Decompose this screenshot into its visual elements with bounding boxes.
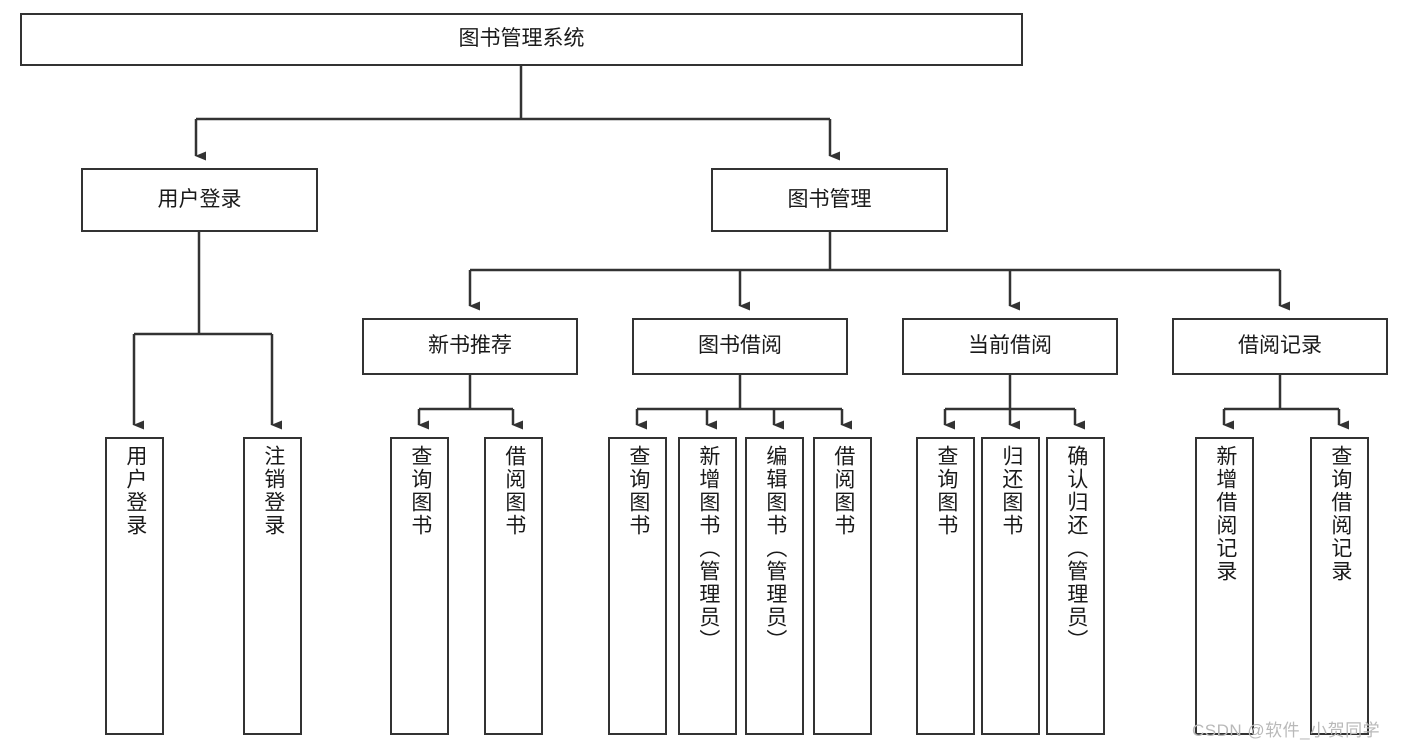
node-label: 编辑图书（管理员）: [763, 445, 787, 652]
node-label: 查询借阅记录: [1328, 445, 1352, 583]
node-label: 借阅记录: [1238, 334, 1322, 358]
node-new-book-recommendation[interactable]: 新书推荐: [362, 318, 578, 375]
node-label: 确认归还（管理员）: [1064, 445, 1088, 652]
node-label: 查询图书: [626, 445, 650, 537]
leaf-logout[interactable]: 注销登录: [243, 437, 302, 735]
node-label: 用户登录: [157, 187, 242, 211]
node-current-borrowing[interactable]: 当前借阅: [902, 318, 1118, 375]
leaf-confirm-return-admin[interactable]: 确认归还（管理员）: [1046, 437, 1105, 735]
node-label: 新增借阅记录: [1213, 445, 1237, 583]
leaf-query-book-borrow[interactable]: 查询图书: [608, 437, 667, 735]
node-label: 图书管理系统: [458, 27, 585, 51]
leaf-borrow-book[interactable]: 借阅图书: [813, 437, 872, 735]
node-label: 新书推荐: [428, 334, 512, 358]
leaf-add-borrow-record[interactable]: 新增借阅记录: [1195, 437, 1254, 735]
leaf-add-book-admin[interactable]: 新增图书（管理员）: [678, 437, 737, 735]
leaf-user-login[interactable]: 用户登录: [105, 437, 164, 735]
node-label: 新增图书（管理员）: [696, 445, 720, 652]
node-book-borrowing[interactable]: 图书借阅: [632, 318, 848, 375]
leaf-query-book-current[interactable]: 查询图书: [916, 437, 975, 735]
node-label: 当前借阅: [968, 334, 1052, 358]
node-root-book-management-system[interactable]: 图书管理系统: [20, 13, 1023, 66]
node-label: 查询图书: [408, 445, 432, 537]
leaf-borrow-book-new[interactable]: 借阅图书: [484, 437, 543, 735]
leaf-query-borrow-record[interactable]: 查询借阅记录: [1310, 437, 1369, 735]
node-book-management[interactable]: 图书管理: [711, 168, 948, 232]
node-label: 借阅图书: [831, 445, 855, 537]
node-label: 借阅图书: [502, 445, 526, 537]
leaf-query-book-new[interactable]: 查询图书: [390, 437, 449, 735]
node-label: 查询图书: [934, 445, 958, 537]
node-label: 图书管理: [787, 187, 872, 211]
node-label: 归还图书: [999, 445, 1023, 537]
leaf-return-book[interactable]: 归还图书: [981, 437, 1040, 735]
node-borrowing-records[interactable]: 借阅记录: [1172, 318, 1388, 375]
node-label: 用户登录: [123, 445, 147, 537]
node-label: 注销登录: [261, 445, 285, 537]
leaf-edit-book-admin[interactable]: 编辑图书（管理员）: [745, 437, 804, 735]
node-label: 图书借阅: [698, 334, 782, 358]
node-user-login[interactable]: 用户登录: [81, 168, 318, 232]
watermark: CSDN @软件_小贺同学: [1192, 721, 1381, 740]
